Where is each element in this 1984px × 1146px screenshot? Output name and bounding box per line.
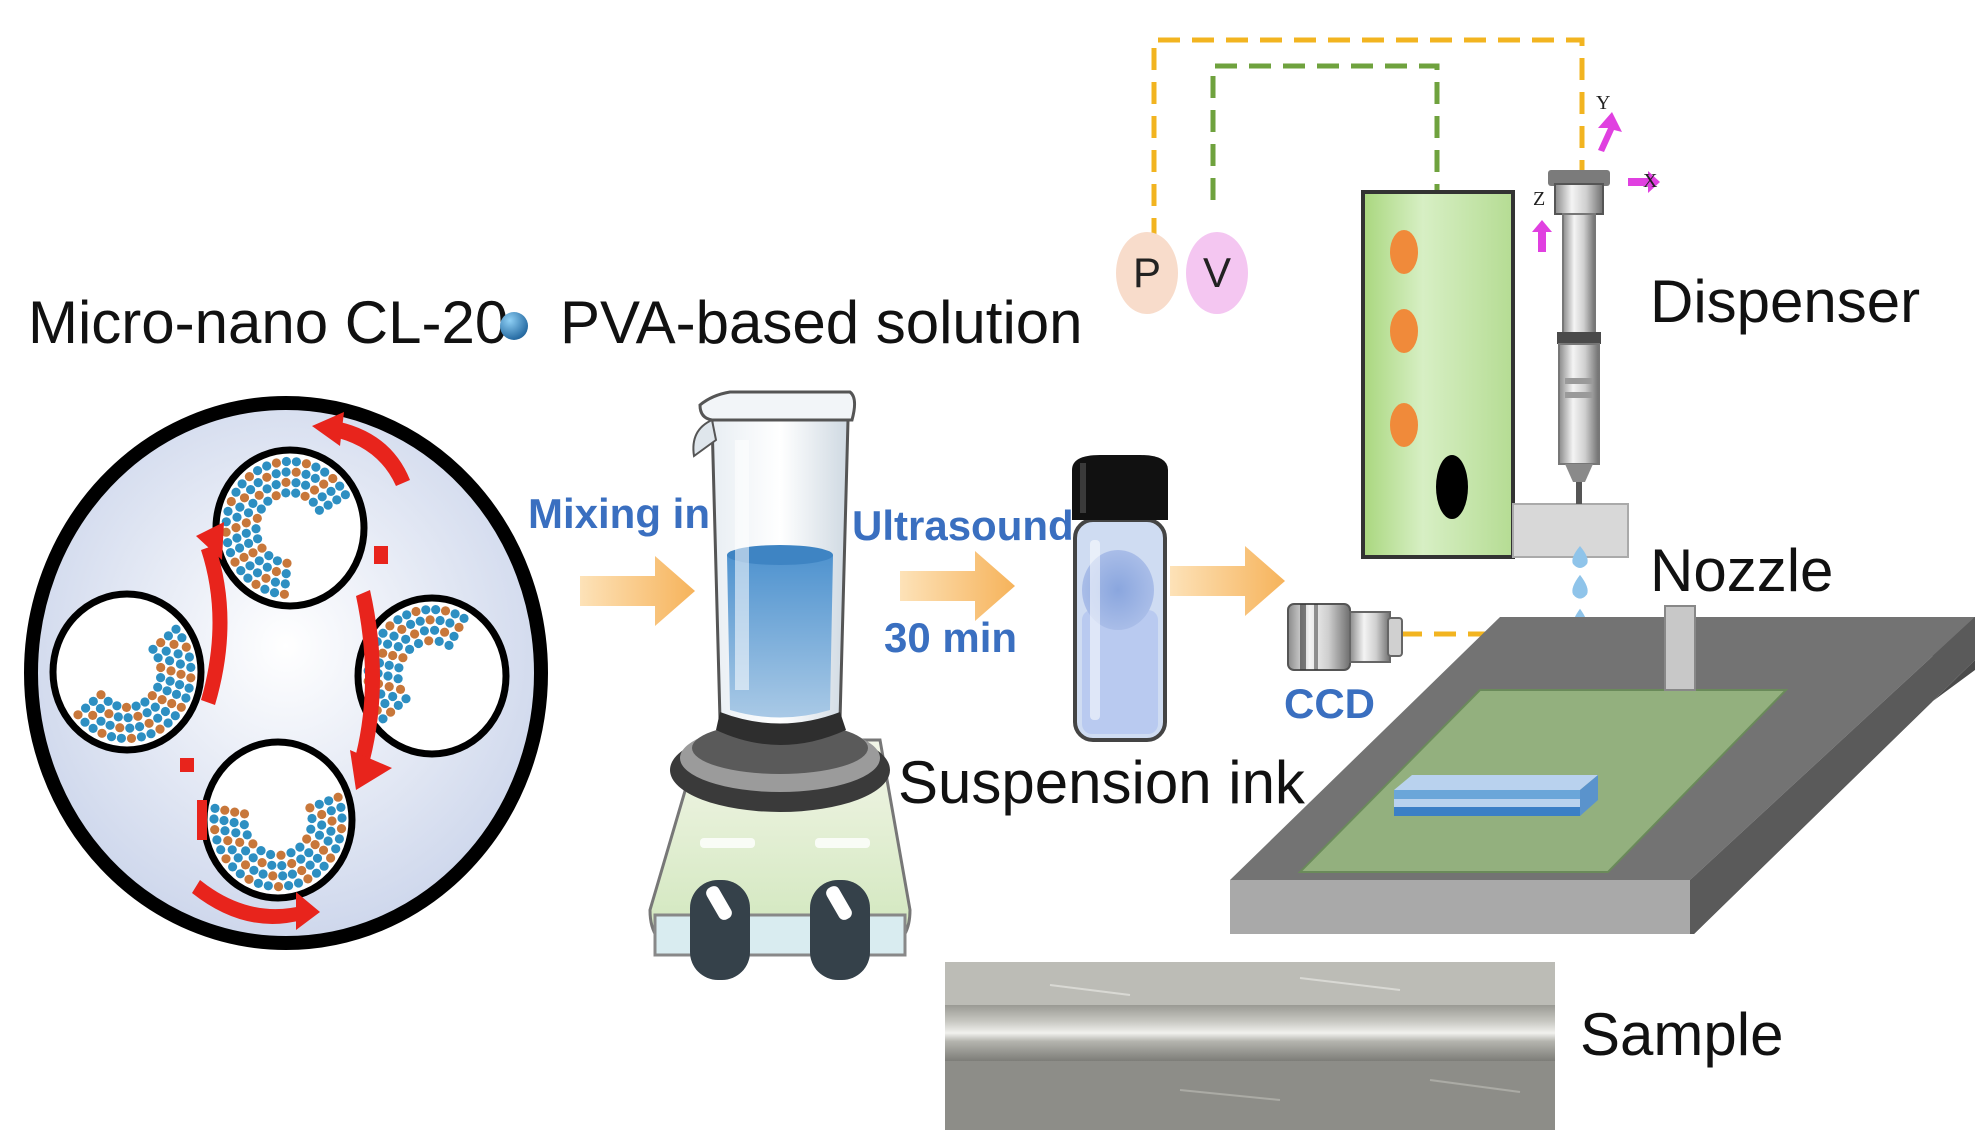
axis-arrows: [1532, 112, 1660, 252]
grinding-jar: [212, 446, 368, 610]
dispense-arrow-icon: [1170, 546, 1285, 616]
printing-platform: [1230, 605, 1975, 934]
axis-z-label: Z: [1533, 188, 1546, 210]
milling-diagram: [24, 396, 548, 950]
pva-solution-label: PVA-based solution: [560, 289, 1083, 356]
stirrer-knob-left: [690, 880, 750, 980]
duration-label: 30 min: [884, 614, 1018, 661]
syringe-icon: [1548, 170, 1610, 504]
magnetic-stirrer-icon: [648, 722, 912, 980]
printed-layers: [1394, 775, 1598, 816]
grinding-jar: [49, 590, 205, 754]
voltage-indicator: V: [1186, 232, 1248, 314]
vial-icon: [1072, 455, 1168, 742]
rotation-arrows: [180, 412, 410, 930]
mixing-in-label: Mixing in: [528, 490, 710, 537]
ultrasound-arrow-icon: [900, 551, 1015, 621]
micro-nano-label: Micro-nano CL-20: [28, 289, 509, 356]
nozzle-label: Nozzle: [1650, 537, 1834, 604]
grinding-jars: [49, 446, 510, 902]
axis-y-label: Y: [1596, 92, 1611, 114]
ccd-camera-icon: [1287, 603, 1403, 671]
beaker-icon: [692, 390, 857, 745]
ccd-label: CCD: [1284, 680, 1375, 727]
stirrer-knob-right: [810, 880, 870, 980]
grinding-jar: [200, 738, 356, 902]
pva-droplet-icon: [500, 312, 528, 340]
suspension-ink-label: Suspension ink: [898, 749, 1305, 816]
sample-photo: [945, 962, 1555, 1130]
axis-x-label: X: [1643, 170, 1658, 192]
grinding-jar: [354, 594, 510, 758]
pressure-indicator: P: [1116, 232, 1178, 314]
dispenser-controller: [1361, 190, 1629, 559]
ultrasound-label: Ultrasound: [852, 502, 1074, 549]
mixing-arrow-icon: [580, 556, 695, 626]
dispenser-label: Dispenser: [1650, 268, 1921, 335]
sample-label: Sample: [1580, 1001, 1784, 1068]
